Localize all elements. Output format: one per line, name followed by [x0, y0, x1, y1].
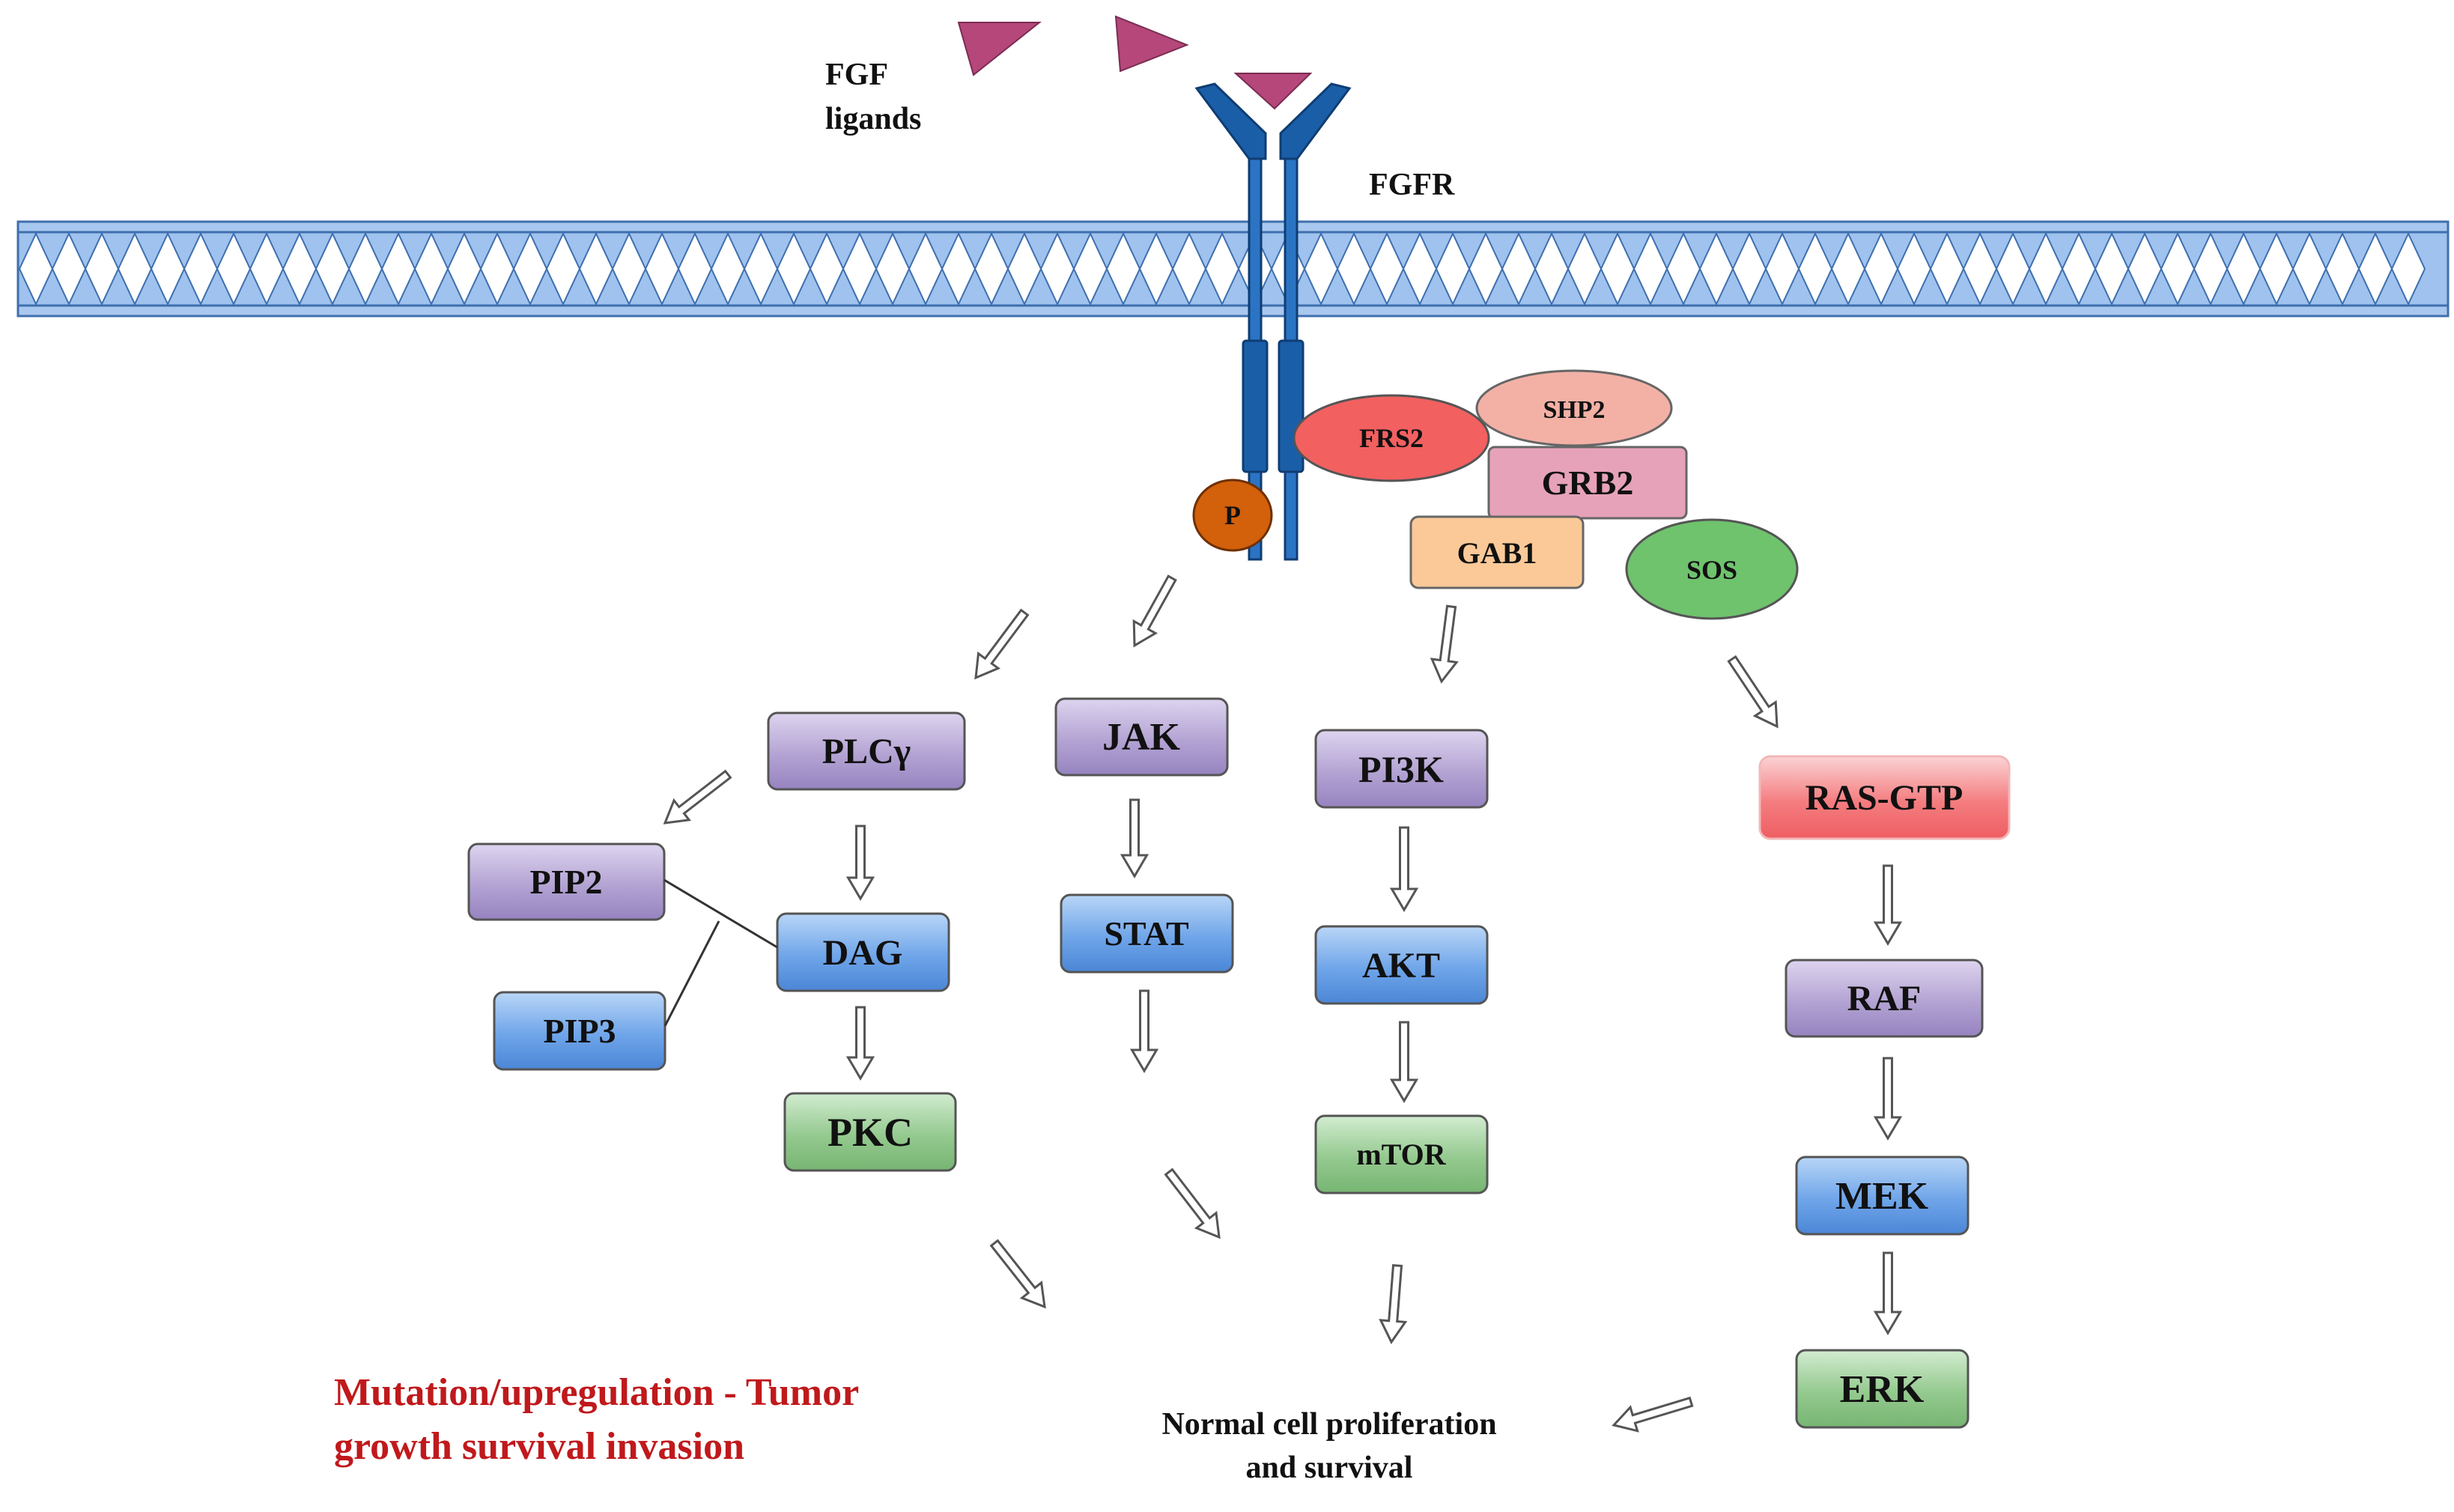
fgf-ligands-label-2: ligands	[825, 102, 921, 136]
fgfr-receptor	[1194, 82, 1352, 561]
arrow-akt-to-mtor	[1389, 1021, 1419, 1103]
gab1-node	[1409, 515, 1585, 589]
frs2-node	[1293, 394, 1490, 482]
pkc-label: PKC	[827, 1110, 913, 1155]
phosphate-label: P	[1224, 500, 1241, 530]
ras-gtp-label: RAS-GTP	[1805, 778, 1963, 818]
plcg-node	[767, 711, 966, 791]
mutation-note-2: growth survival invasion	[334, 1425, 744, 1468]
raf-label: RAF	[1847, 979, 1922, 1018]
stat-node	[1060, 893, 1234, 974]
ligand-triangle-3	[1233, 73, 1313, 110]
mtor-label: mTOR	[1356, 1138, 1446, 1171]
outcome-label-2: and survival	[1246, 1451, 1413, 1485]
jak-label: JAK	[1102, 716, 1181, 759]
arrow-raf-to-mek	[1873, 1057, 1903, 1141]
plcg-label: PLCγ	[822, 732, 911, 771]
grb2-label: GRB2	[1542, 464, 1634, 502]
cell-membrane	[16, 220, 2450, 318]
erk-label: ERK	[1840, 1368, 1925, 1411]
fgfr-label: FGFR	[1369, 168, 1455, 202]
sos-label: SOS	[1686, 555, 1737, 585]
fgf-ligands-label: FGF	[825, 58, 888, 92]
mutation-note: Mutation/upregulation - Tumor	[334, 1371, 859, 1414]
arrow-stat-down	[1129, 989, 1159, 1073]
dag-label: DAG	[823, 933, 903, 973]
ligand-triangle-2	[1114, 15, 1189, 73]
akt-label: AKT	[1362, 946, 1440, 986]
akt-node	[1314, 925, 1489, 1005]
arrow-plcg-to-dag	[845, 825, 875, 901]
ligand-triangle-1	[957, 22, 1042, 76]
pip-dag-connectors	[663, 878, 778, 1027]
ras-gtp-node	[1758, 755, 2011, 840]
shp2-label: SHP2	[1543, 396, 1605, 424]
pi3k-label: PI3K	[1358, 748, 1444, 790]
arrow-gab1-to-pi3k	[1430, 604, 1459, 684]
arrow-p-to-jak	[1132, 574, 1177, 648]
frs2-label: FRS2	[1359, 423, 1424, 453]
pip2-label: PIP2	[529, 863, 602, 901]
arrow-p-to-plcg	[974, 608, 1030, 680]
raf-node	[1785, 959, 1984, 1038]
sos-node	[1625, 518, 1799, 620]
mek-node	[1795, 1156, 1969, 1236]
shp2-node	[1475, 369, 1673, 447]
mek-label: MEK	[1835, 1175, 1929, 1218]
arrow-sos-to-ras	[1727, 655, 1779, 729]
arrow-mek-to-erk	[1873, 1251, 1903, 1335]
fgf-ligands	[957, 15, 1313, 110]
arrow-plcg-to-pip2	[663, 769, 732, 825]
pathway-arrows	[663, 574, 1903, 1433]
grb2-node	[1487, 446, 1688, 520]
erk-node	[1795, 1349, 1969, 1429]
pip2-node	[467, 842, 666, 921]
pi3k-node	[1314, 729, 1489, 809]
arrow-pkc-branch-to-outcome	[989, 1239, 1046, 1309]
arrow-jak-to-stat	[1120, 798, 1149, 878]
dag-node	[776, 912, 950, 992]
arrow-ras-to-raf	[1873, 864, 1903, 946]
gab1-label: GAB1	[1457, 536, 1537, 570]
arrow-dag-to-pkc	[845, 1006, 875, 1081]
arrow-erk-to-outcome	[1612, 1396, 1694, 1433]
mtor-node	[1314, 1114, 1489, 1194]
stat-label: STAT	[1104, 914, 1188, 953]
outcome-label: Normal cell proliferation	[1161, 1407, 1496, 1442]
arrow-pi3k-to-akt	[1389, 826, 1419, 912]
arrow-jak-branch-to-outcome	[1164, 1168, 1221, 1239]
arrow-mtor-to-outcome	[1379, 1263, 1408, 1344]
jak-node	[1054, 697, 1229, 777]
pkc-node	[783, 1092, 957, 1172]
pip3-node	[493, 991, 666, 1071]
phosphate-node	[1192, 479, 1273, 552]
pip3-label: PIP3	[543, 1012, 616, 1050]
